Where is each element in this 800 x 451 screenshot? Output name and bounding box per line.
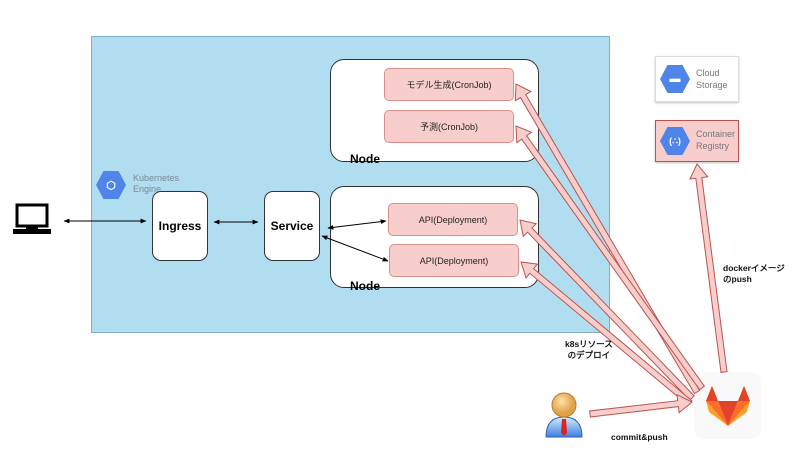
pod-prediction-cronjob[interactable]: 予測(CronJob) (384, 110, 514, 143)
pod-model-generation-cronjob[interactable]: モデル生成(CronJob) (384, 68, 514, 101)
docker-push-annotation: dockerイメージ のpush (723, 263, 785, 285)
kubernetes-engine-label: Kubernetes Engine (133, 173, 179, 195)
cloud-storage-line1: Cloud (696, 68, 720, 78)
ingress-box[interactable]: Ingress (152, 191, 208, 261)
k8s-deploy-line1: k8sリソース (565, 339, 613, 349)
docker-push-line2: のpush (723, 274, 752, 284)
container-registry-line2: Registry (696, 141, 730, 151)
node-label: Node (350, 152, 380, 166)
service-api1-arrow (327, 219, 387, 230)
engine-label-line1: Kubernetes (133, 173, 180, 183)
user-avatar-icon (545, 392, 583, 438)
service-box[interactable]: Service (264, 191, 320, 261)
container-registry-card[interactable]: (∴) Container Registry (655, 120, 739, 162)
computer-monitor-icon (13, 203, 51, 234)
cloud-storage-line2: Storage (696, 80, 728, 90)
push-to-registry-arrow (689, 163, 728, 373)
pod-api-deployment[interactable]: API(Deployment) (388, 203, 518, 236)
deploy-to-predict-cronjob-arrow (515, 125, 706, 391)
engine-label-line2: Engine (133, 184, 162, 194)
docker-push-line1: dockerイメージ (723, 263, 785, 273)
cloud-storage-card[interactable]: ▬ Cloud Storage (655, 56, 739, 102)
k8s-deploy-annotation: k8sリソース のデプロイ (565, 339, 613, 361)
commit-push-arrow (589, 393, 693, 418)
node-label: Node (350, 279, 380, 293)
container-registry-line1: Container (696, 129, 736, 139)
gitlab-tile[interactable] (694, 372, 761, 439)
commit-push-annotation: commit&push (611, 432, 668, 442)
k8s-deploy-line2: のデプロイ (567, 350, 611, 360)
container-registry-icon: (∴) (660, 127, 690, 155)
deploy-to-api2-arrow (520, 261, 693, 407)
service-api2-arrow (321, 235, 389, 262)
kubernetes-engine-icon: ⬡ (96, 171, 126, 199)
gitlab-fox-icon (706, 386, 750, 426)
deploy-to-api1-arrow (519, 219, 695, 401)
pod-api-deployment[interactable]: API(Deployment) (389, 244, 519, 277)
